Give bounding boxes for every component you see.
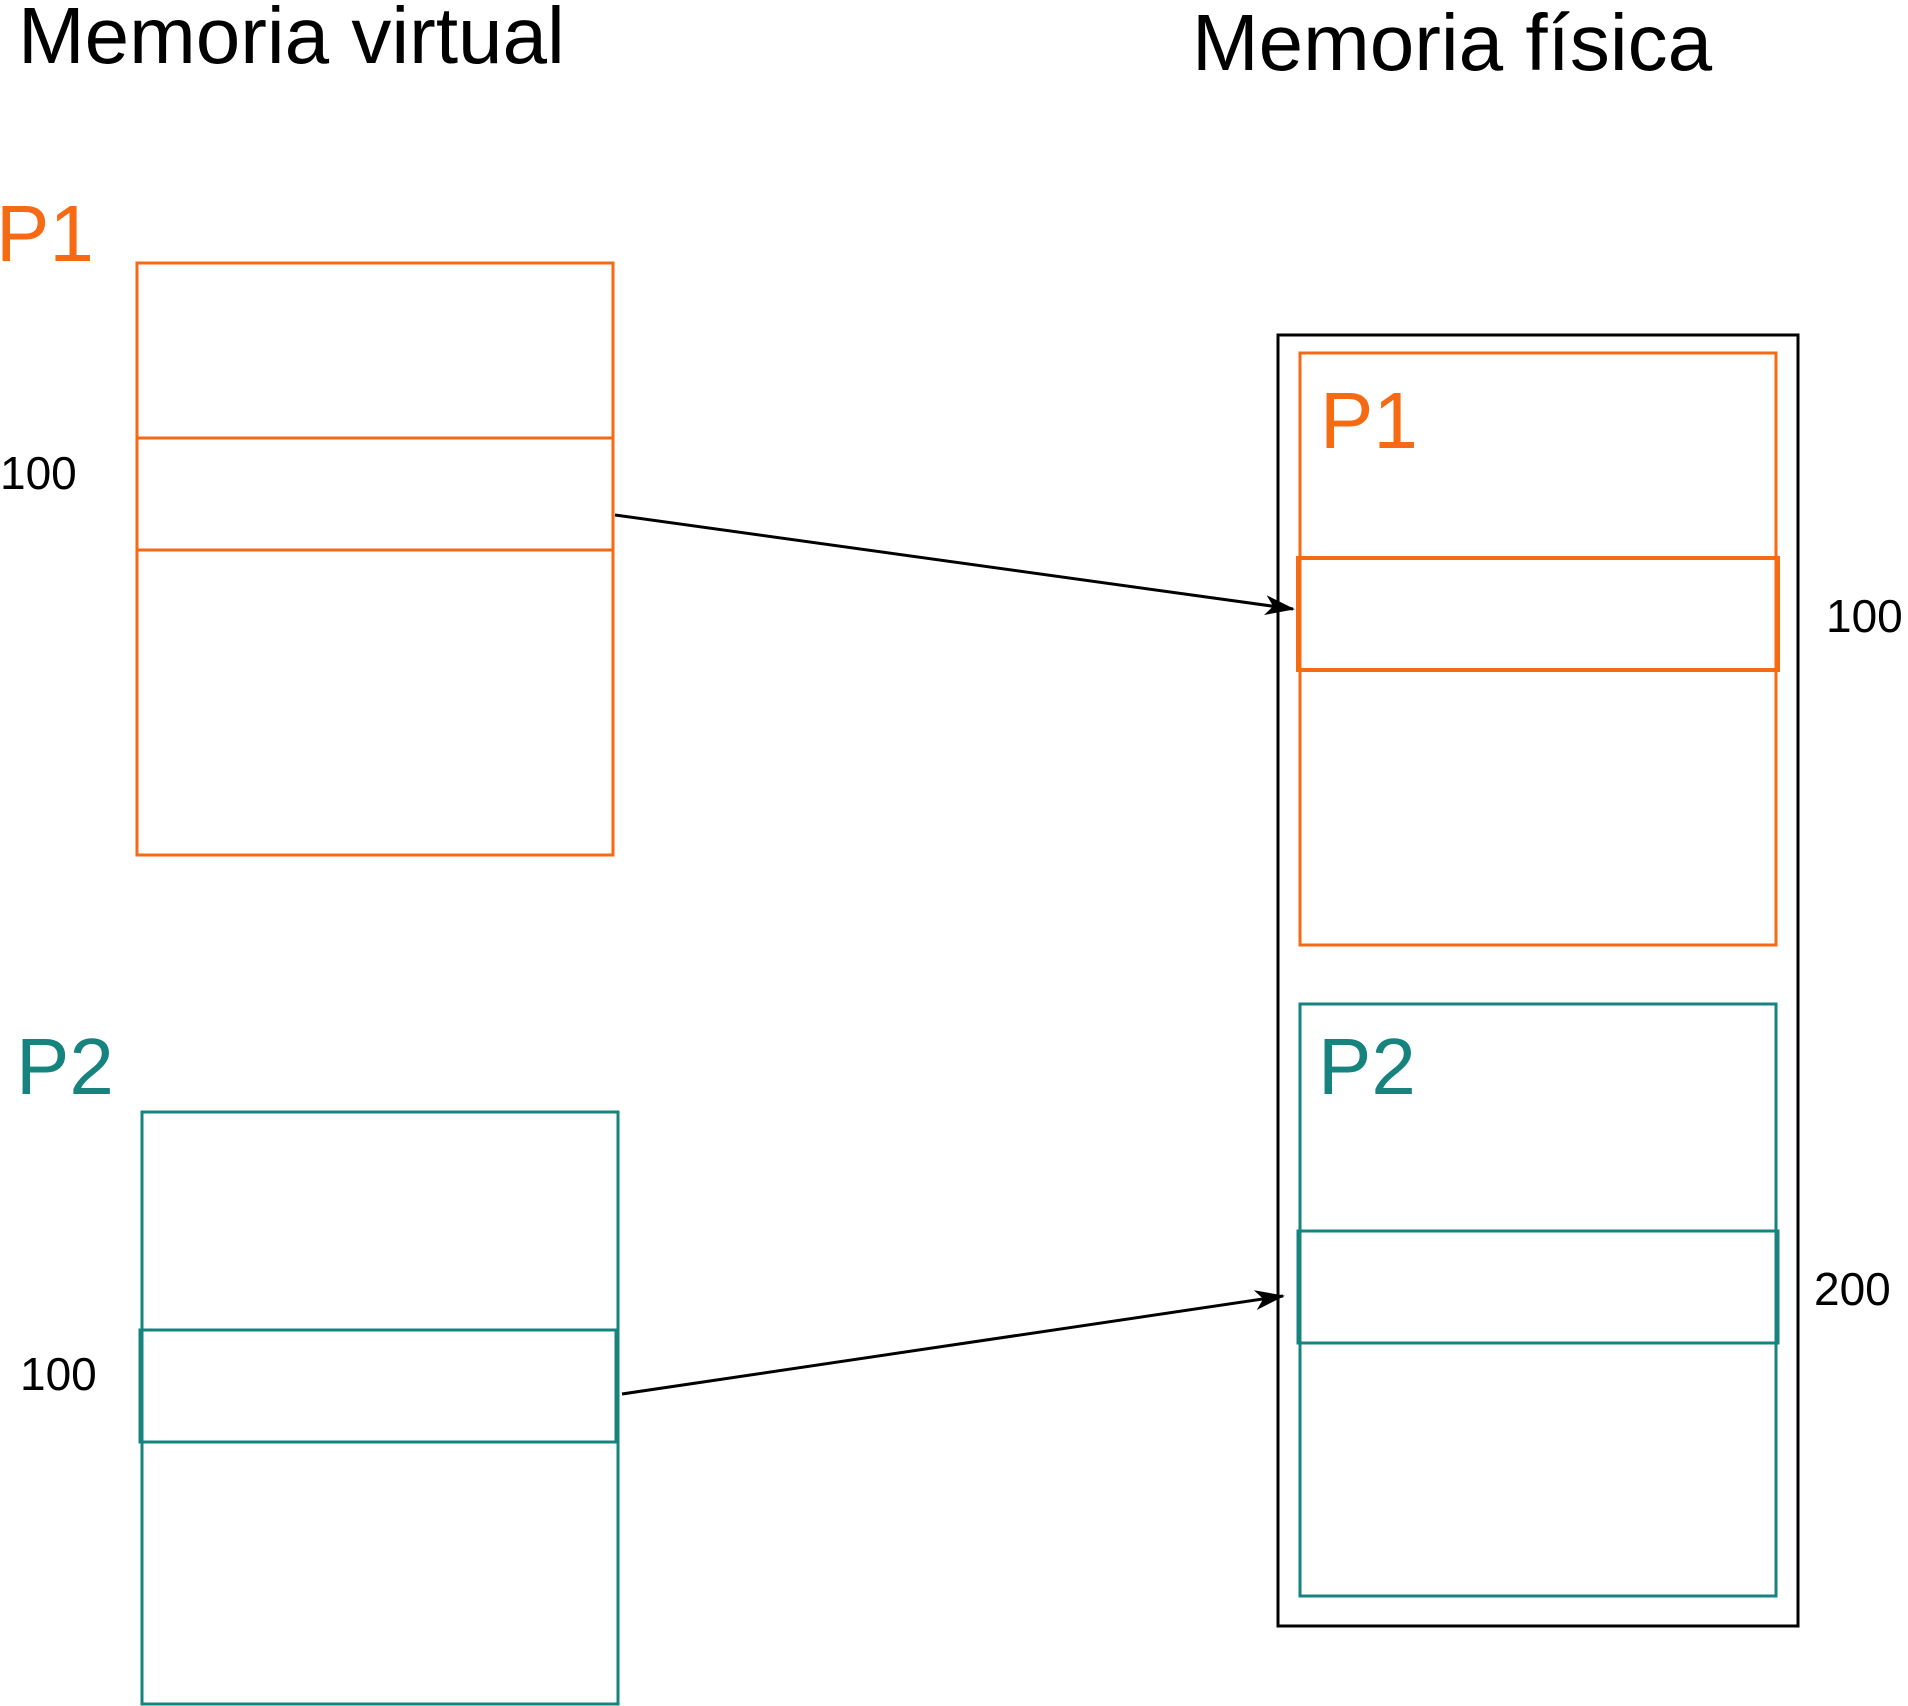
physical-memory-frame: [1276, 333, 1800, 1628]
virtual-p2-label: P2: [16, 1022, 114, 1111]
physical-p1-address: 100: [1826, 590, 1903, 642]
physical-p2-label: P2: [1318, 1022, 1416, 1111]
physical-p2-block: [1298, 1002, 1778, 1598]
virtual-p1-label: P1: [0, 189, 94, 278]
mapping-arrow-p1: [614, 513, 1295, 616]
virtual-memory-title: Memoria virtual: [18, 0, 565, 80]
virtual-p1-address: 100: [0, 447, 77, 499]
physical-p1-page: [1296, 556, 1780, 672]
virtual-p2-block: [140, 1110, 620, 1706]
mapping-arrow-p2: [621, 1290, 1285, 1396]
virtual-p1-block: [135, 261, 615, 857]
physical-p1-label: P1: [1320, 376, 1418, 465]
physical-p2-page: [1296, 1229, 1780, 1345]
virtual-p2-page: [138, 1328, 618, 1444]
virtual-p2-address: 100: [20, 1348, 97, 1400]
virtual-p1-page: [135, 436, 615, 552]
physical-memory-title: Memoria física: [1192, 0, 1713, 87]
physical-p2-address: 200: [1814, 1263, 1891, 1315]
